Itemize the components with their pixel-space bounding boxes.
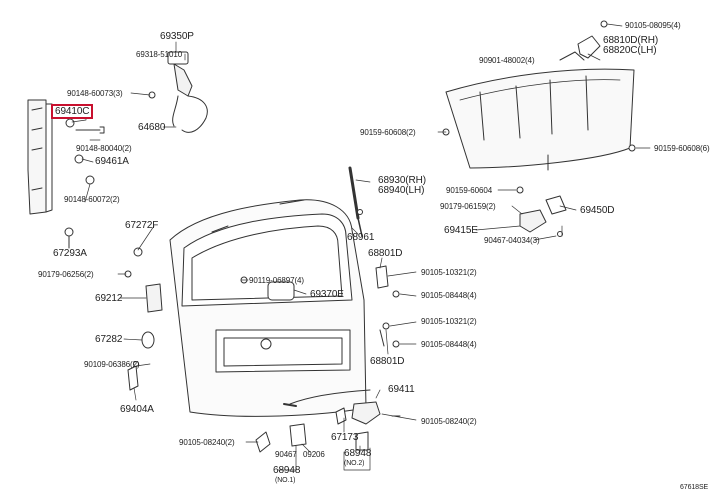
label-90148-80040: 90148-80040(2) [76, 144, 132, 153]
label-67173: 67173 [331, 432, 359, 443]
label-90105-08240-right: 90105-08240(2) [421, 417, 477, 426]
label-68820C: 68820C(LH) [603, 45, 657, 56]
label-90467-04034: 90467-04034(3) [484, 236, 540, 245]
label-90119-06897: 90119-06897(4) [249, 276, 304, 285]
label-69212: 69212 [95, 293, 123, 304]
label-69461A: 69461A [95, 156, 129, 167]
label-90901-48002: 90901-48002(4) [479, 56, 535, 65]
label-69404A: 69404A [120, 404, 154, 415]
label-90148-60072: 90148-60072(2) [64, 195, 120, 204]
label-69411: 69411 [388, 384, 415, 395]
label-68810D: 68810D(RH) [603, 35, 659, 46]
upper-garnish-panel [442, 20, 636, 194]
leader-lines [68, 23, 651, 471]
label-68930: 68930(RH) [378, 175, 427, 186]
label-68948-no1: 68948 [273, 465, 301, 476]
back-door-stay [348, 166, 363, 237]
door-side-parts [124, 247, 163, 391]
label-69370E: 69370E [310, 289, 344, 300]
label-68801D-top: 68801D [368, 248, 403, 259]
bottom-bumpers [255, 415, 401, 453]
back-door-panel [169, 199, 367, 417]
label-90179-06256: 90179-06256(2) [38, 270, 94, 279]
label-68948-no2: 68948 [344, 448, 372, 459]
label-09206: 09206 [303, 450, 325, 459]
label-64680: 64680 [138, 122, 166, 133]
right-hardware [375, 265, 400, 348]
label-90105-08448-a: 90105-08448(4) [421, 291, 477, 300]
label-68961: 68961 [347, 232, 375, 243]
label-90105-08095: 90105-08095(4) [625, 21, 681, 30]
label-90105-10321-a: 90105-10321(2) [421, 268, 477, 277]
label-90159-60608-right: 90159-60608(6) [654, 144, 710, 153]
label-90148-60073: 90148-60073(3) [67, 89, 123, 98]
label-90467: 90467 [275, 450, 297, 459]
left-hinge-bracket [27, 99, 53, 215]
label-90105-10321-b: 90105-10321(2) [421, 317, 477, 326]
lock-assembly [148, 51, 208, 133]
label-68801D-bottom: 68801D [370, 356, 405, 367]
label-90105-08240-left: 90105-08240(2) [179, 438, 235, 447]
label-69450D: 69450D [580, 205, 615, 216]
label-67282: 67282 [95, 334, 123, 345]
diagram-id: 67618SE [680, 484, 709, 491]
label-67272F: 67272F [125, 220, 159, 231]
label-90179-06159: 90179-06159(2) [440, 202, 496, 211]
label-69318-51010: 69318-51010 [136, 50, 183, 59]
lower-lock-mech [283, 389, 381, 425]
label-90109-06386: 90109-06386(2) [84, 360, 140, 369]
latch-bracket [519, 195, 567, 237]
label-68948-no1-sub: (NO.1) [275, 477, 296, 484]
label-90159-60604: 90159-60604 [446, 186, 493, 195]
label-69350P: 69350P [160, 31, 194, 42]
label-69415E: 69415E [444, 225, 478, 236]
label-90159-60608-left: 90159-60608(2) [360, 128, 416, 137]
label-68948-no2-sub: (NO.2) [344, 460, 365, 467]
label-69410C-highlighted[interactable]: 69410C [51, 104, 94, 119]
label-90105-08448-b: 90105-08448(4) [421, 340, 477, 349]
label-68940: 68940(LH) [378, 185, 425, 196]
label-67293A: 67293A [53, 248, 87, 259]
left-small-clips [64, 118, 105, 249]
